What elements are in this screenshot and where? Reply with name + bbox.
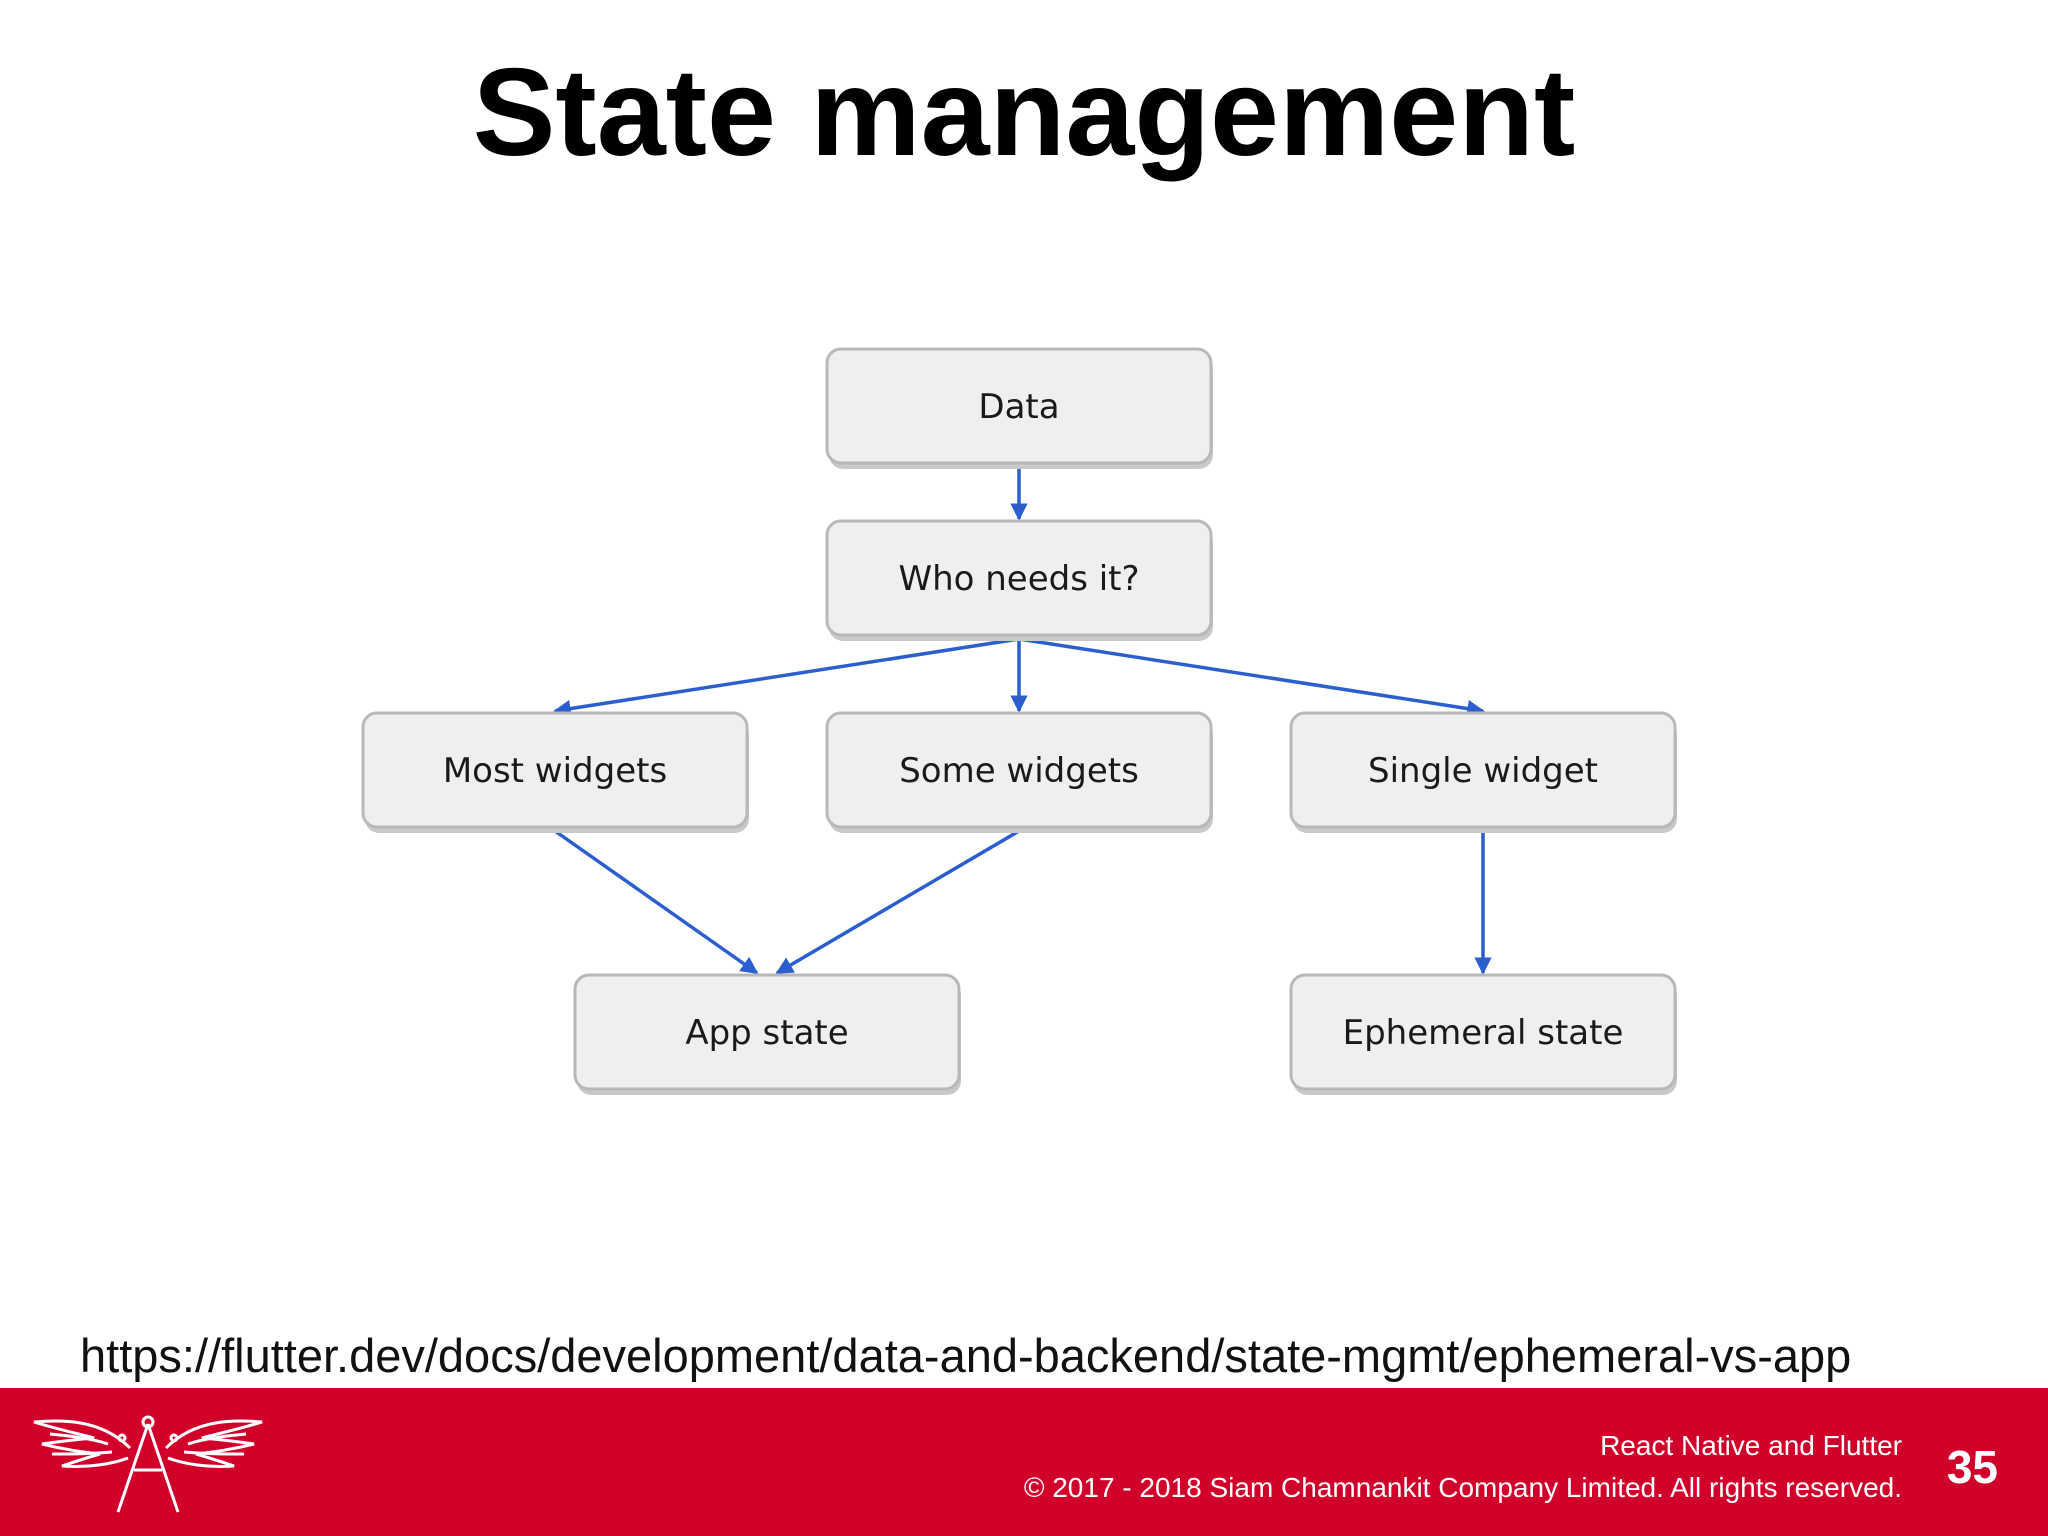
node-box [1289, 973, 1677, 1091]
edge-who-to-single [1018, 637, 1485, 718]
edge-most-to-app [553, 829, 759, 975]
edge-some-to-app [775, 829, 1020, 975]
node-single: Single widget [1289, 711, 1677, 833]
slide-title: State management [472, 44, 1576, 182]
node-label: Most widgets [443, 751, 667, 791]
page-number: 35 [1946, 1441, 1998, 1493]
edge-who-to-most [553, 637, 1020, 718]
node-label: Single widget [1368, 751, 1598, 791]
flowchart-edges [553, 467, 1492, 975]
node-box [825, 519, 1213, 637]
node-box [1289, 711, 1677, 829]
node-data: Data [825, 347, 1213, 469]
node-most: Most widgets [361, 711, 749, 833]
node-box [573, 973, 961, 1091]
node-label: App state [685, 1013, 848, 1053]
node-box [825, 711, 1213, 829]
winged-compass-logo-icon [33, 1415, 263, 1513]
node-ephemeral: Ephemeral state [1289, 973, 1677, 1095]
node-label: Some widgets [899, 751, 1139, 791]
node-who: Who needs it? [825, 519, 1213, 641]
source-url: https://flutter.dev/docs/development/dat… [80, 1329, 1852, 1382]
node-label: Who needs it? [898, 559, 1139, 599]
node-box [361, 711, 749, 829]
node-label: Data [978, 387, 1059, 427]
node-box [825, 347, 1213, 465]
footer-copyright: © 2017 - 2018 Siam Chamnankit Company Li… [1023, 1472, 1902, 1503]
footer-course-title: React Native and Flutter [1600, 1430, 1902, 1461]
node-app: App state [573, 973, 961, 1095]
node-label: Ephemeral state [1343, 1013, 1624, 1053]
footer-bar: React Native and Flutter © 2017 - 2018 S… [0, 1388, 2048, 1536]
node-some: Some widgets [825, 711, 1213, 833]
